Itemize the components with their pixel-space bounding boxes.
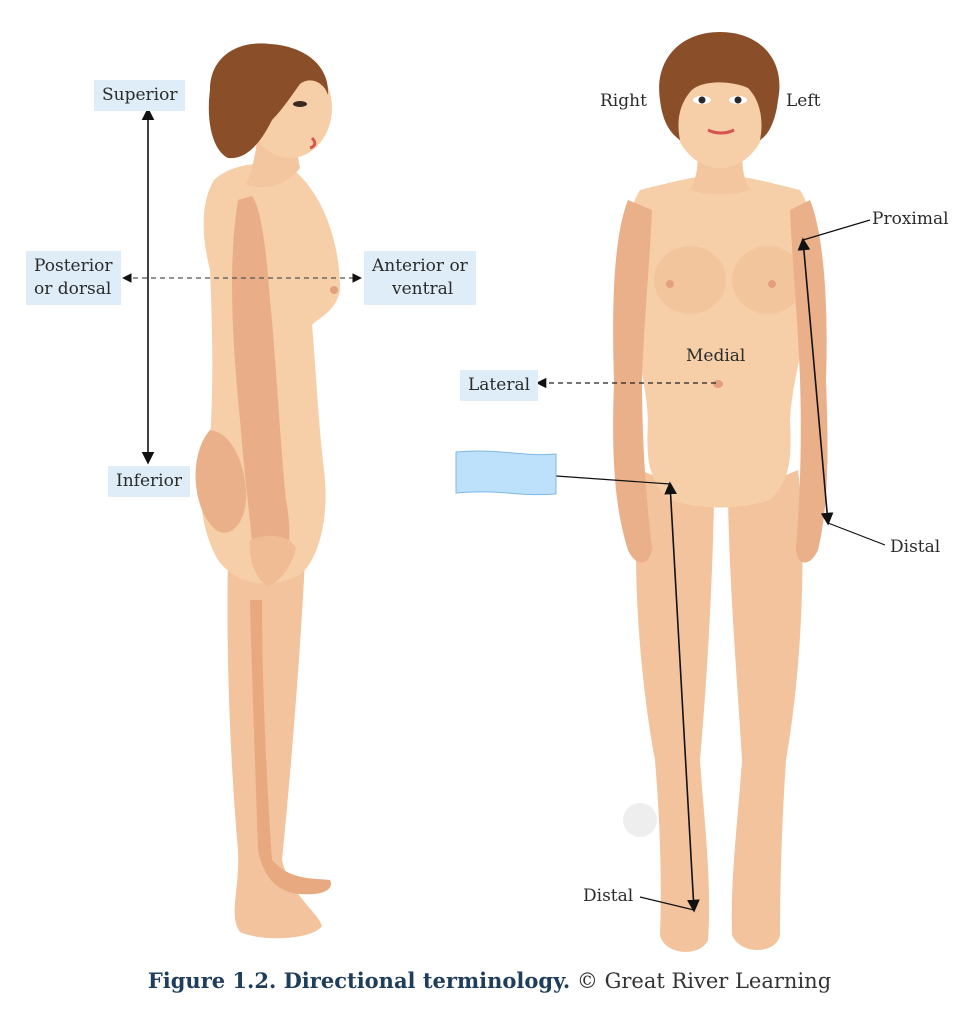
distal-arm-label: Distal bbox=[890, 537, 941, 557]
blank-label-box bbox=[455, 450, 557, 496]
figure-caption: Figure 1.2. Directional terminology. © G… bbox=[0, 968, 979, 993]
proximal-leader-line bbox=[802, 219, 871, 241]
distal-arm-leader-line bbox=[827, 522, 886, 546]
distal-leg-label: Distal bbox=[583, 886, 634, 906]
anterior-label: Anterior or ventral bbox=[364, 251, 476, 305]
lateral-label: Lateral bbox=[460, 370, 539, 401]
anterior-line2: ventral bbox=[392, 279, 454, 299]
caption-title: Figure 1.2. Directional terminology. bbox=[147, 968, 571, 993]
leg-proximal-distal-arrow bbox=[664, 481, 700, 913]
caption-credit: © Great River Learning bbox=[576, 969, 832, 993]
side-view-figure bbox=[195, 43, 340, 939]
posterior-line1: Posterior bbox=[34, 256, 113, 276]
distal-leg-leader-line bbox=[639, 896, 695, 911]
left-label: Left bbox=[786, 91, 821, 111]
posterior-line2: or dorsal bbox=[34, 279, 112, 299]
arm-proximal-distal-arrow bbox=[797, 237, 834, 526]
anterior-line1: Anterior or bbox=[372, 256, 468, 276]
right-label: Right bbox=[600, 91, 647, 111]
inferior-label: Inferior bbox=[108, 466, 190, 497]
proximal-label: Proximal bbox=[872, 209, 949, 229]
posterior-label: Posterior or dorsal bbox=[26, 251, 121, 305]
superior-label: Superior bbox=[94, 80, 186, 111]
blank-box-leader-line bbox=[555, 475, 671, 485]
grey-smudge bbox=[623, 803, 657, 837]
medial-label: Medial bbox=[686, 346, 746, 366]
